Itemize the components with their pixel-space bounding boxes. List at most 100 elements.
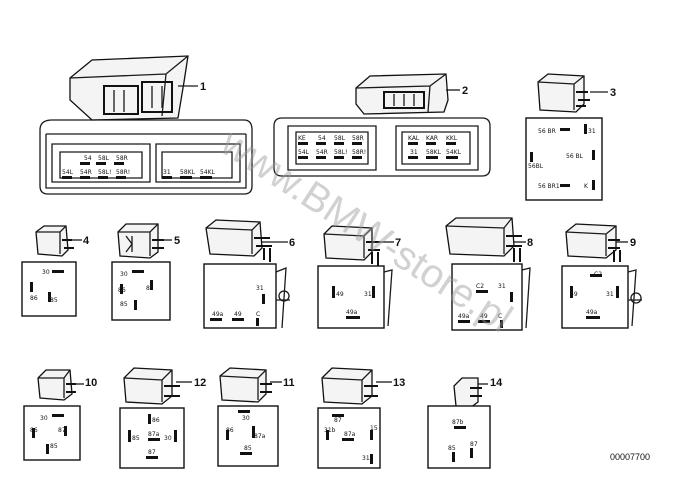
pin-5-85: 85 [120, 301, 128, 308]
part-11-relay: 11 30 86 87a 85 [217, 367, 295, 467]
pin-8-c2: C2 [476, 283, 484, 290]
pin-13-87: 87 [334, 417, 342, 424]
callout-4: 4 [83, 235, 90, 247]
pin-12-30: 30 [164, 435, 172, 442]
pin-3-56bl-left: 56BL [528, 163, 544, 170]
pin-14-85: 85 [448, 445, 456, 452]
pin-1-58r: 58R [116, 155, 128, 162]
pin-4-30: 30 [42, 269, 50, 276]
pin-7-31: 31 [364, 291, 372, 298]
pin-10-86: 86 [30, 427, 38, 434]
pin-1-54l: 54L [62, 169, 74, 176]
pin-2-54: 54 [318, 135, 326, 142]
callout-11: 11 [283, 377, 295, 389]
pin-2-kal: KAL [408, 135, 420, 142]
pin-1-54: 54 [84, 155, 92, 162]
pin-9-c2: C2 [594, 271, 602, 278]
part-8-relay: 8 C2 31 49a 49 C [445, 217, 533, 331]
pin-1-54r: 54R [80, 169, 92, 176]
pin-10-87: 87 [58, 427, 66, 434]
pin-1-58r1: 58R! [116, 169, 130, 176]
pin-6-c: C [256, 311, 260, 318]
part-5-relay: 5 30 86 87 85 [111, 223, 180, 321]
pin-12-86: 86 [152, 417, 160, 424]
pin-12-87a: 87a [148, 431, 160, 438]
pin-11-85: 85 [244, 445, 252, 452]
pin-7-49: 49 [336, 291, 344, 298]
callout-9: 9 [630, 237, 636, 249]
part-1-socket-left [103, 85, 139, 115]
pin-4-85: 85 [50, 297, 58, 304]
pin-5-87: 87 [146, 285, 154, 292]
part-14-pin-face [427, 405, 491, 469]
pin-3-56br1: 56 BR1 [538, 183, 560, 190]
pin-9-49: 49 [570, 291, 578, 298]
pin-13-15: 15 [370, 425, 378, 432]
pin-2-54kl: 54KL [446, 149, 462, 156]
callout-12: 12 [194, 377, 206, 389]
pin-2-54r: 54R [316, 149, 328, 156]
part-1-housing [69, 55, 189, 121]
part-1-control-unit: 1 54 58L 58R 54L 54R 58L! 58R! 31 58KL 5… [39, 55, 253, 195]
callout-1: 1 [200, 81, 206, 93]
pin-14-87b: 87b [452, 419, 464, 426]
pin-2-58l1: 58L! [334, 149, 347, 156]
callout-14: 14 [490, 377, 503, 389]
pin-1-31: 31 [163, 169, 171, 176]
pin-2-58l: 58L [334, 135, 346, 142]
pin-3-56bl-right: 56 BL [566, 153, 584, 160]
pin-2-58kl: 58KL [426, 149, 442, 156]
pin-11-30: 30 [242, 415, 250, 422]
pin-10-85: 85 [50, 443, 58, 450]
part-12-relay: 12 86 85 87a 30 87 [119, 367, 206, 469]
pin-3-k: K [584, 183, 589, 190]
pin-6-31: 31 [256, 285, 264, 292]
pin-2-31: 31 [410, 149, 418, 156]
callout-2: 2 [462, 85, 468, 97]
pin-3-56br: 56 BR [538, 128, 556, 135]
pin-9-31: 31 [606, 291, 614, 298]
pin-4-86: 86 [30, 295, 38, 302]
pin-8-49a: 49a [458, 313, 470, 320]
callout-3: 3 [610, 87, 616, 99]
part-1-socket-right [141, 81, 173, 113]
part-9-relay: 9 C2 49 31 49a [561, 223, 642, 329]
part-14-relay: 14 87b 85 87 [427, 377, 503, 469]
callout-6: 6 [289, 237, 295, 249]
part-7-relay: 7 49 31 49a [317, 225, 401, 329]
pin-1-58l1: 58L! [98, 169, 111, 176]
pin-2-kar: KAR [426, 135, 438, 142]
part-2-control-unit: 2 KE 54 58L 58R 54L 54R 58L! 58R! KAL KA… [273, 73, 491, 177]
pin-5-30: 30 [120, 271, 128, 278]
pin-1-58kl: 58KL [180, 169, 196, 176]
pin-2-kkl: KKL [446, 135, 458, 142]
diagram-code: 00007700 [610, 452, 650, 462]
pin-13-87a: 87a [344, 431, 356, 438]
callout-5: 5 [174, 235, 180, 247]
pin-12-85: 85 [132, 435, 140, 442]
pin-3-31: 31 [588, 128, 596, 135]
pin-2-58r1: 58R! [352, 149, 366, 156]
part-1-connector-outline [39, 119, 253, 195]
pin-2-ke: KE [298, 135, 306, 142]
pin-1-58l: 58L [98, 155, 110, 162]
callout-7: 7 [395, 237, 401, 249]
pin-2-58r: 58R [352, 135, 364, 142]
pin-7-49a: 49a [346, 309, 358, 316]
pin-14-87: 87 [470, 441, 478, 448]
pin-8-c: C [498, 313, 502, 320]
part-2-connector-outline [273, 117, 491, 177]
part-10-relay: 10 30 86 87 85 [23, 369, 97, 461]
pin-6-49: 49 [234, 311, 242, 318]
part-3-relay: 3 56 BR 31 56 BL 56BL 56 BR1 K [525, 73, 616, 201]
pin-11-87a: 87a [254, 433, 266, 440]
callout-13: 13 [393, 377, 405, 389]
pin-5-86: 86 [118, 287, 126, 294]
pin-9-49a: 49a [586, 309, 598, 316]
pin-11-86: 86 [226, 427, 234, 434]
pin-8-31: 31 [498, 283, 506, 290]
pin-13-31b: 31b [324, 427, 336, 434]
pin-1-54kl: 54KL [200, 169, 216, 176]
